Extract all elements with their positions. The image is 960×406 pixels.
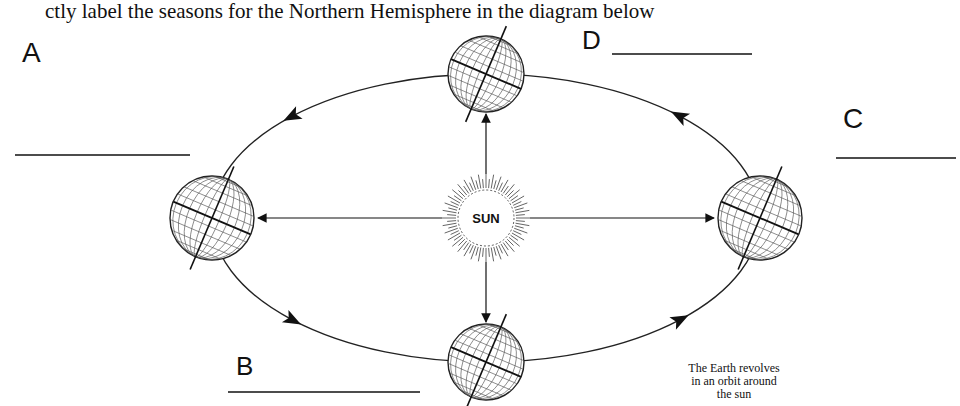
season-letter: A [22, 38, 41, 69]
season-letter: B [236, 352, 253, 381]
earth-globe [151, 150, 272, 286]
answer-blank [836, 157, 956, 159]
sun-node: SUN [442, 174, 530, 262]
sunlight-arrow [258, 217, 442, 218]
sunlight-arrow [530, 217, 714, 218]
season-letter: D [582, 26, 601, 55]
sunlight-arrow [485, 262, 486, 322]
orbit-arrowhead [669, 309, 691, 330]
orbit-arrowhead [668, 105, 690, 126]
orbit-arrowhead [282, 310, 304, 331]
answer-blank [612, 53, 752, 55]
answer-blank [228, 391, 420, 393]
orbit-note: The Earth revolves in an orbit around th… [686, 362, 782, 402]
season-letter: C [843, 104, 863, 135]
earth-globe [699, 150, 820, 286]
sun-label: SUN [472, 212, 499, 225]
instruction-title: ctly label the seasons for the Northern … [45, 0, 654, 23]
answer-blank [15, 154, 190, 156]
orbit-path [212, 74, 760, 362]
orbit-arrowhead [280, 106, 302, 127]
sunlight-arrow [485, 114, 486, 174]
